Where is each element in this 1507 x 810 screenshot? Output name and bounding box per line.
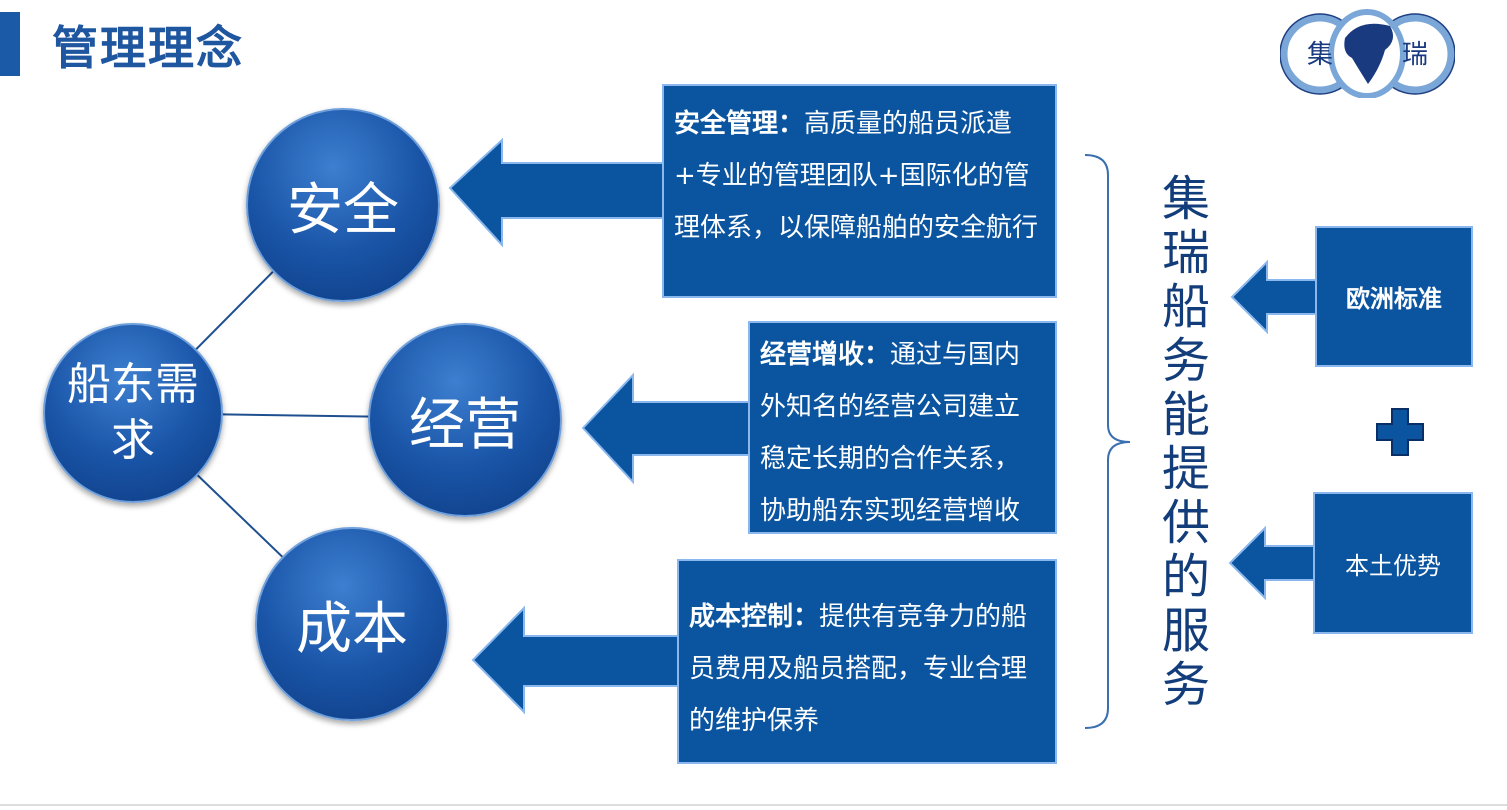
safety-management-box: 安全管理：高质量的船员派遣+专业的管理团队+国际化的管理体系，以保障船舶的安全航… xyxy=(662,84,1057,298)
logo-char-left: 集 xyxy=(1307,40,1333,70)
cost-control-box: 成本控制：提供有竞争力的船员费用及船员搭配，专业合理的维护保养 xyxy=(677,559,1057,764)
box-body: 通过与国内外知名的经营公司建立稳定长期的合作关系，协助船东实现经营增收 xyxy=(760,340,1021,526)
page-title: 管理理念 xyxy=(52,21,244,75)
european-standard-box: 欧洲标准 xyxy=(1315,226,1473,367)
node-cost: 成本 xyxy=(255,527,449,721)
box-heading: 成本控制： xyxy=(689,602,820,632)
brace xyxy=(1084,154,1131,729)
footer-divider xyxy=(0,804,1507,806)
node-owner-needs: 船东需求 xyxy=(43,323,223,503)
company-logo: 集 瑞 xyxy=(1280,9,1455,98)
plus-icon xyxy=(1376,408,1424,456)
arrow-left-icon xyxy=(581,372,756,485)
local-advantage-box: 本土优势 xyxy=(1313,492,1473,634)
title-accent-bar xyxy=(0,12,20,76)
node-safety: 安全 xyxy=(246,108,440,302)
operation-revenue-box: 经营增收：通过与国内外知名的经营公司建立稳定长期的合作关系，协助船东实现经营增收 xyxy=(748,321,1057,534)
box-body: 高质量的船员派遣+专业的管理团队+国际化的管理体系，以保障船舶的安全航行 xyxy=(674,109,1039,243)
services-vertical-label: 集瑞船务能提供的服务 xyxy=(1161,171,1210,713)
box-body: 提供有竞争力的船员费用及船员搭配，专业合理的维护保养 xyxy=(689,602,1028,736)
logo-char-right: 瑞 xyxy=(1402,40,1428,70)
box-heading: 安全管理： xyxy=(674,109,805,139)
node-operation: 经营 xyxy=(368,323,562,517)
arrow-left-icon xyxy=(1230,259,1321,335)
globe-icon xyxy=(1344,23,1394,84)
arrow-left-icon xyxy=(471,605,686,715)
arrow-left-icon xyxy=(1228,525,1319,601)
arrow-left-icon xyxy=(448,137,671,248)
box-heading: 经营增收： xyxy=(760,340,891,370)
